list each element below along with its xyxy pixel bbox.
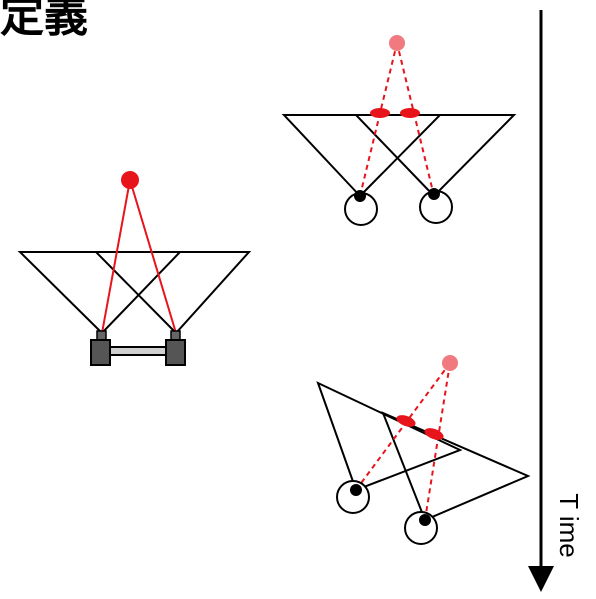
target-faded: [389, 35, 405, 51]
stereo-rig-scene: [17, 171, 252, 366]
time-axis-label: T ime: [553, 493, 584, 558]
viewers-rotated-scene: [316, 355, 531, 545]
ray-right: [129, 179, 177, 334]
projection-right-rotated: [424, 428, 444, 440]
right-camera-fov: [93, 251, 252, 335]
projection-left: [370, 108, 390, 118]
projection-left-rotated: [396, 415, 416, 427]
right-eye-fov: [353, 114, 517, 198]
arrow-down-icon: [528, 566, 554, 592]
target-faded-rotated: [442, 355, 458, 371]
camera-rig-icon: [90, 330, 186, 366]
ray-left: [101, 179, 131, 334]
cropped-heading: 定義: [0, 0, 88, 42]
target-point: [121, 171, 139, 189]
projection-right: [400, 108, 420, 118]
viewers-aligned-scene: [281, 35, 517, 226]
time-axis: [528, 10, 554, 592]
right-eye-fov-rotated: [381, 411, 531, 522]
